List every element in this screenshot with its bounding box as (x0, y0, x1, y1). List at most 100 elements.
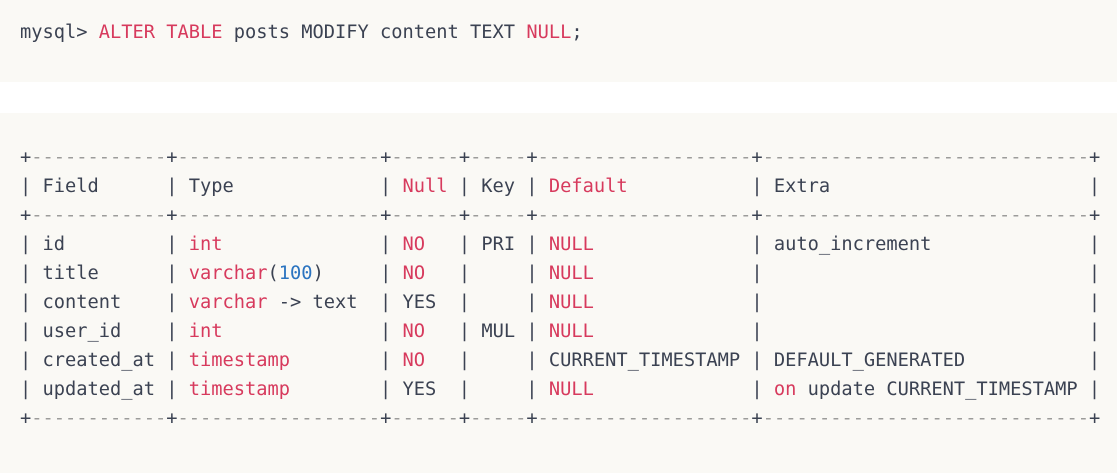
code-line: | Field | Type | Null | Key | Default | … (20, 172, 1100, 201)
sql-keyword: NO (402, 321, 426, 342)
table-border-dashes: ----------------------------- (762, 205, 1089, 226)
code-line: | user_id | int | NO | MUL | NULL | | (20, 317, 1101, 346)
code-text: + (20, 408, 32, 429)
code-line: | title | varchar(100) | NO | | NULL | | (20, 259, 1101, 288)
sql-keyword: varchar (188, 263, 268, 284)
code-text: | Field | Type | (20, 176, 403, 197)
code-line: | id | int | NO | PRI | NULL | auto_incr… (20, 230, 1101, 259)
code-text: | Key | (447, 176, 549, 197)
code-text: posts MODIFY content TEXT (222, 22, 527, 43)
table-border-dashes: ----------------------------- (762, 147, 1089, 168)
code-text: update CURRENT_TIMESTAMP | (796, 379, 1101, 400)
code-text: | updated_at | (20, 379, 189, 400)
code-text: | | (425, 263, 549, 284)
code-text: + (380, 147, 392, 168)
code-text: + (458, 205, 471, 226)
table-border-dashes: ------------------- (537, 205, 752, 226)
code-text: + (751, 147, 763, 168)
table-border-dashes: ----- (470, 205, 527, 226)
sql-keyword: ALTER TABLE (98, 22, 223, 43)
sql-keyword: Default (548, 176, 628, 197)
code-text: + (458, 147, 471, 168)
code-text: + (458, 408, 471, 429)
table-border-dashes: ----- (470, 408, 527, 429)
code-text: | user_id | (20, 321, 189, 342)
sql-keyword: NULL (548, 379, 594, 400)
code-text: + (526, 205, 538, 226)
code-text: + (526, 408, 538, 429)
sql-keyword: NULL (548, 321, 594, 342)
code-text: ; (571, 22, 583, 43)
mysql-command-block: mysql> ALTER TABLE posts MODIFY content … (0, 0, 1117, 82)
table-border-dashes: ------------ (31, 205, 167, 226)
code-text: mysql> (20, 22, 99, 43)
code-line: +------------+------------------+------+… (20, 404, 1100, 433)
code-text: | (222, 321, 403, 342)
sql-keyword: int (188, 234, 223, 255)
code-line: +------------+------------------+------+… (20, 201, 1101, 230)
sql-keyword: int (188, 321, 223, 342)
code-text: + (751, 408, 763, 429)
sql-keyword: on (773, 379, 797, 400)
sql-keyword: Null (402, 176, 448, 197)
table-border-dashes: ------------ (31, 408, 167, 429)
code-text: | (222, 234, 403, 255)
code-text: + (20, 147, 32, 168)
code-text: -> text | YES | | (267, 292, 549, 313)
code-text: | YES | | (290, 379, 549, 400)
table-border-dashes: ------------------- (537, 147, 752, 168)
code-text: ) (312, 263, 324, 284)
sql-keyword: NO (402, 350, 426, 371)
code-text: + (166, 408, 178, 429)
table-border-dashes: ----- (470, 147, 527, 168)
table-border-dashes: ------------------- (537, 408, 752, 429)
number-literal: 100 (278, 263, 313, 284)
code-text: | content | (20, 292, 189, 313)
code-text: + (166, 147, 178, 168)
code-text: | title | (20, 263, 189, 284)
table-border-dashes: ------ (391, 147, 459, 168)
describe-output-block: +------------+------------------+------+… (0, 113, 1117, 473)
table-border-dashes: ------ (391, 408, 459, 429)
code-text: | (323, 263, 403, 284)
table-border-dashes: ----------------------------- (762, 408, 1089, 429)
code-text: + (166, 205, 178, 226)
code-line: | created_at | timestamp | NO | | CURREN… (20, 346, 1101, 375)
code-text: | (290, 350, 403, 371)
code-text: | | (593, 263, 1101, 284)
code-text: | | CURRENT_TIMESTAMP | DEFAULT_GENERATE… (425, 350, 1101, 371)
code-text: | | (593, 321, 1101, 342)
code-text: + (1088, 147, 1101, 168)
code-line: +------------+------------------+------+… (20, 143, 1101, 172)
code-text: ( (267, 263, 279, 284)
code-text: | created_at | (20, 350, 189, 371)
code-text: + (20, 205, 32, 226)
table-border-dashes: ------------ (31, 147, 167, 168)
code-text: + (380, 408, 392, 429)
table-border-dashes: ------------------ (177, 205, 381, 226)
sql-keyword: timestamp (188, 379, 291, 400)
sql-keyword: NULL (526, 22, 572, 43)
table-border-dashes: ------------------ (177, 147, 381, 168)
sql-keyword: NULL (548, 263, 594, 284)
code-text: | auto_increment | (593, 234, 1101, 255)
code-text: | id | (20, 234, 189, 255)
code-line: mysql> ALTER TABLE posts MODIFY content … (20, 18, 1097, 47)
sql-keyword: NO (402, 234, 426, 255)
sql-keyword: NO (402, 263, 426, 284)
sql-keyword: timestamp (188, 350, 291, 371)
sql-keyword: varchar (188, 292, 268, 313)
code-line: | content | varchar -> text | YES | | NU… (20, 288, 1100, 317)
sql-keyword: NULL (548, 234, 594, 255)
code-text: | Extra | (627, 176, 1101, 197)
table-border-dashes: ------------------ (177, 408, 381, 429)
code-text: + (751, 205, 763, 226)
sql-keyword: NULL (548, 292, 594, 313)
code-text: | PRI | (425, 234, 549, 255)
code-text: + (1088, 205, 1101, 226)
code-line: | updated_at | timestamp | YES | | NULL … (20, 375, 1101, 404)
table-border-dashes: ------ (391, 205, 459, 226)
code-text: + (380, 205, 392, 226)
code-text: + (526, 147, 538, 168)
